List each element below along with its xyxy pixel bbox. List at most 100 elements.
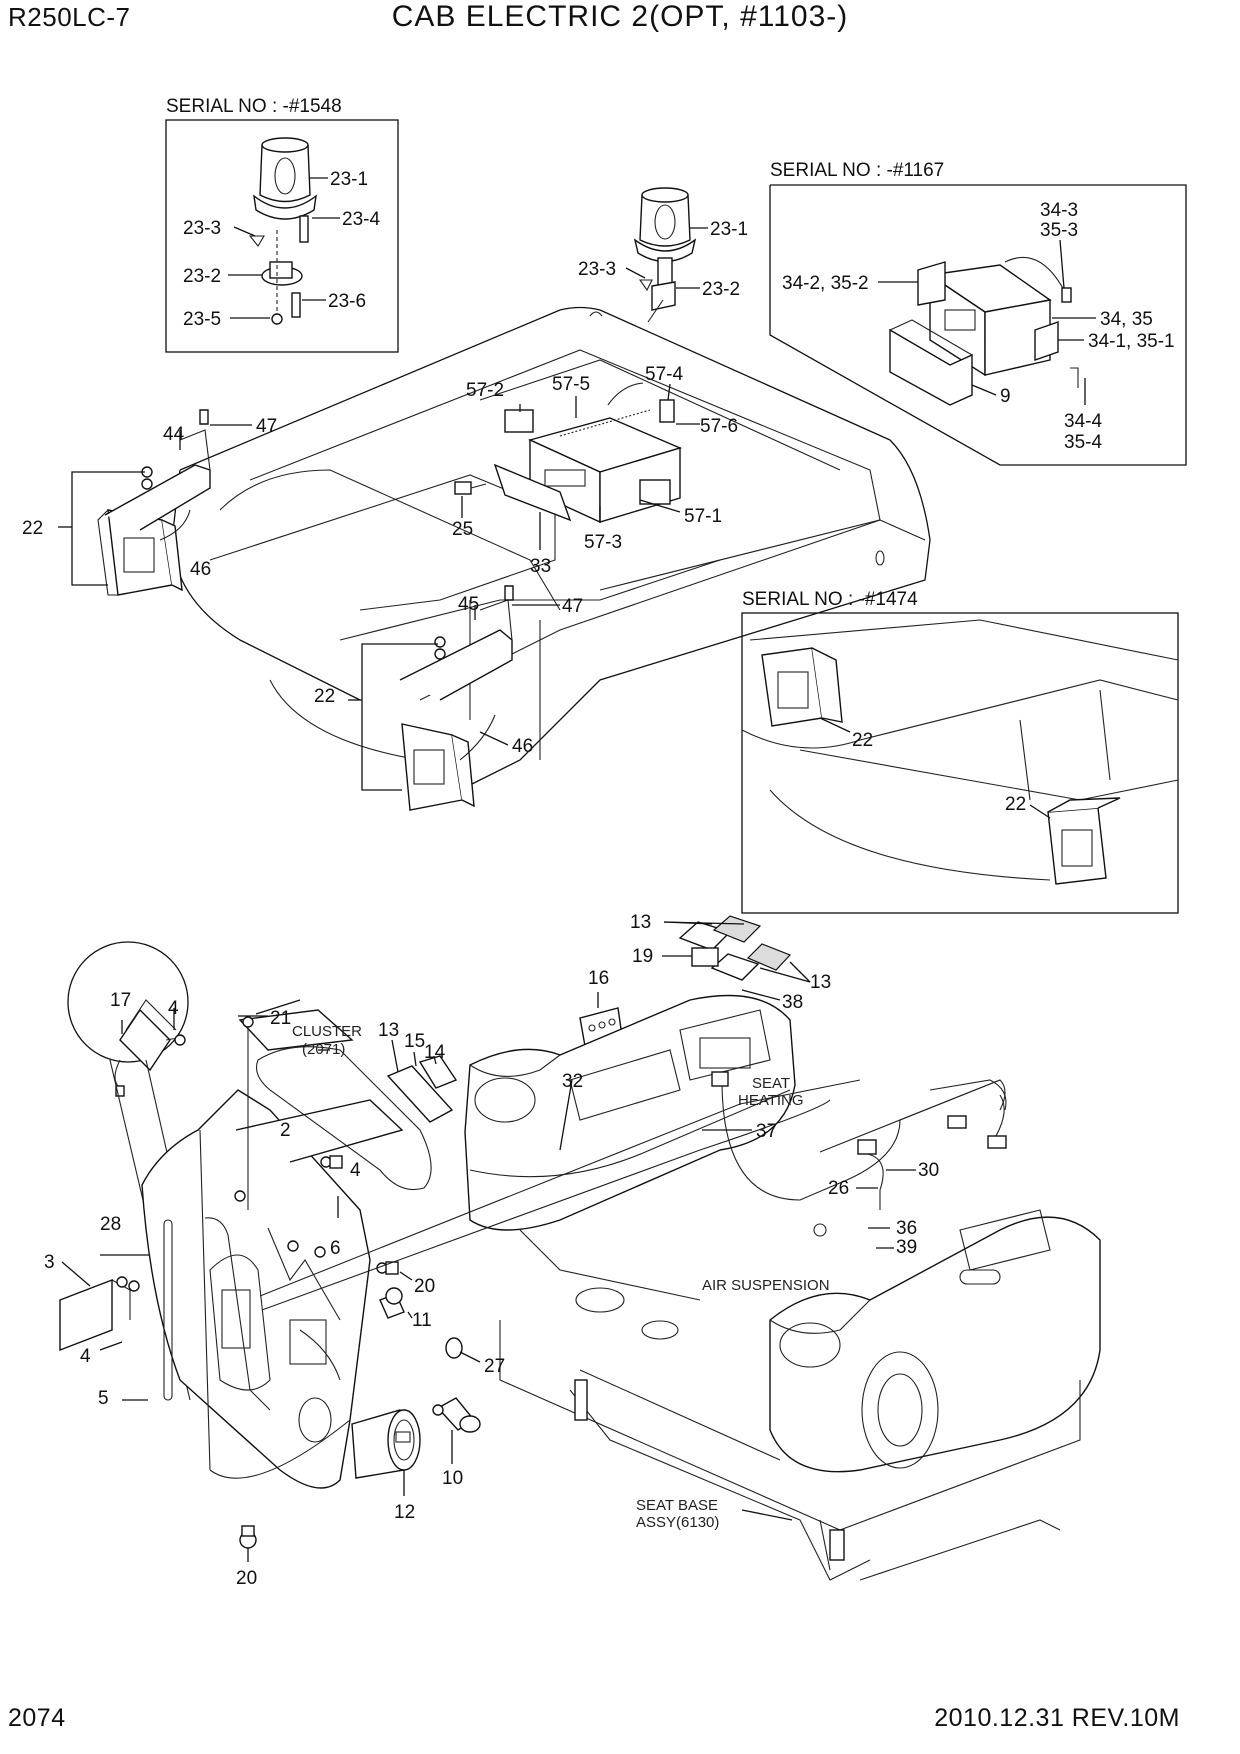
callout-4a: 4 bbox=[168, 998, 179, 1019]
callout-57-3: 57-3 bbox=[584, 532, 622, 553]
page-title: CAB ELECTRIC 2(OPT, #1103-) bbox=[391, 0, 849, 33]
callout-34-35: 34, 35 bbox=[1100, 309, 1153, 330]
callout-16: 16 bbox=[588, 968, 609, 989]
right-console-icon bbox=[769, 1209, 1101, 1473]
hour-meter-icon bbox=[351, 1409, 421, 1479]
callout-23-4a: 23-4 bbox=[342, 209, 380, 230]
page-number: 2074 bbox=[8, 1704, 66, 1732]
callout-47a: 47 bbox=[256, 416, 277, 437]
lamp-inset: SERIAL NO : -#1474 22 22 bbox=[741, 589, 1179, 914]
callout-57-2: 57-2 bbox=[466, 380, 504, 401]
callout-cluster-2: (2071) bbox=[302, 1041, 345, 1058]
callout-22a: 22 bbox=[22, 518, 43, 539]
callout-36: 36 bbox=[896, 1218, 917, 1239]
callout-15: 15 bbox=[404, 1031, 425, 1052]
side-panel-icon bbox=[141, 1089, 371, 1489]
callout-13c: 13 bbox=[378, 1020, 399, 1041]
callout-cluster-1: CLUSTER bbox=[292, 1023, 362, 1040]
callout-46a: 46 bbox=[190, 559, 211, 580]
callout-13b: 13 bbox=[810, 972, 831, 993]
callout-5: 5 bbox=[98, 1388, 109, 1409]
radio-faceplate-icon bbox=[889, 319, 973, 406]
bracket-3-icon bbox=[59, 1276, 140, 1352]
callout-27: 27 bbox=[484, 1356, 505, 1377]
callout-37: 37 bbox=[756, 1121, 777, 1142]
callout-14: 14 bbox=[424, 1042, 446, 1063]
callout-34-2: 34-2, 35-2 bbox=[782, 273, 869, 294]
lamp-inset-serial: SERIAL NO : -#1474 bbox=[742, 589, 918, 610]
callout-10: 10 bbox=[442, 1468, 463, 1489]
left-console-icon bbox=[464, 994, 796, 1231]
callout-17: 17 bbox=[110, 990, 131, 1011]
radio-unit-icon bbox=[917, 257, 1072, 377]
callout-3: 3 bbox=[44, 1252, 55, 1273]
radio-inset: SERIAL NO : -#1167 34-3 35-3 34-2, 35-2 … bbox=[769, 160, 1187, 466]
beacon-inset: SERIAL NO : -#1548 23-1 23-3 23-4 23-2 2… bbox=[165, 96, 399, 353]
work-lamp-icon bbox=[761, 647, 843, 727]
beacon-lamp-icon bbox=[248, 137, 317, 325]
callout-19: 19 bbox=[632, 946, 653, 967]
callout-23-3b: 23-3 bbox=[578, 259, 616, 280]
callout-23-2b: 23-2 bbox=[702, 279, 740, 300]
callout-39: 39 bbox=[896, 1237, 917, 1258]
work-lamp-icon bbox=[97, 409, 211, 596]
callout-11: 11 bbox=[412, 1310, 432, 1331]
seat-heating-harness bbox=[711, 1071, 1007, 1210]
connector-icon bbox=[432, 1397, 481, 1433]
roof-beacon-icon bbox=[633, 187, 697, 323]
callout-4b: 4 bbox=[350, 1160, 361, 1181]
callout-seat-base-1: SEAT BASE bbox=[636, 1497, 718, 1514]
callout-22d: 22 bbox=[1005, 794, 1026, 815]
callout-35-4: 35-4 bbox=[1064, 432, 1102, 453]
callout-47b: 47 bbox=[562, 596, 583, 617]
callout-seat-heating-2: HEATING bbox=[738, 1092, 804, 1109]
callout-34-4: 34-4 bbox=[1064, 411, 1102, 432]
model-label: R250LC-7 bbox=[8, 2, 131, 32]
callout-28: 28 bbox=[100, 1214, 121, 1235]
callout-30: 30 bbox=[918, 1160, 939, 1181]
callout-6: 6 bbox=[330, 1238, 341, 1259]
work-lamp-icon bbox=[399, 585, 514, 811]
callout-23-6a: 23-6 bbox=[328, 291, 366, 312]
callout-air-suspension: AIR SUSPENSION bbox=[702, 1277, 830, 1294]
callout-23-1b: 23-1 bbox=[710, 219, 748, 240]
callout-44: 44 bbox=[163, 424, 185, 445]
callout-32: 32 bbox=[562, 1071, 583, 1092]
cluster-shroud-icon bbox=[255, 1046, 432, 1191]
callout-23-3a: 23-3 bbox=[183, 218, 221, 239]
seat-base-frame bbox=[499, 1223, 1081, 1581]
callout-57-4: 57-4 bbox=[645, 364, 683, 385]
panel-harness bbox=[259, 1079, 861, 1381]
callout-38: 38 bbox=[782, 992, 803, 1013]
callout-25: 25 bbox=[452, 519, 473, 540]
cab-roof-outline bbox=[171, 306, 931, 801]
bolt-icon bbox=[239, 1525, 257, 1549]
callout-23-2a: 23-2 bbox=[183, 266, 221, 287]
callout-13a: 13 bbox=[630, 912, 651, 933]
callout-22b: 22 bbox=[314, 686, 335, 707]
callout-26: 26 bbox=[828, 1178, 849, 1199]
callout-57-1: 57-1 bbox=[684, 506, 722, 527]
callout-57-6: 57-6 bbox=[700, 416, 738, 437]
beacon-inset-serial: SERIAL NO : -#1548 bbox=[166, 96, 342, 117]
callout-46b: 46 bbox=[512, 736, 533, 757]
callout-34-3: 34-3 bbox=[1040, 200, 1078, 221]
roof-radio-icon bbox=[493, 382, 683, 524]
callout-33: 33 bbox=[530, 556, 551, 577]
callout-23-5a: 23-5 bbox=[183, 309, 221, 330]
work-lamp-icon bbox=[1047, 797, 1121, 885]
callout-20a: 20 bbox=[414, 1276, 435, 1297]
fastener-icon bbox=[320, 1155, 463, 1359]
callout-34-1: 34-1, 35-1 bbox=[1088, 331, 1175, 352]
callout-2: 2 bbox=[280, 1120, 291, 1141]
switch-panel-icon bbox=[678, 915, 792, 981]
revision-label: 2010.12.31 REV.10M bbox=[934, 1704, 1180, 1732]
callout-seat-base-2: ASSY(6130) bbox=[636, 1514, 719, 1531]
callout-21: 21 bbox=[270, 1008, 291, 1029]
callout-9: 9 bbox=[1000, 386, 1011, 407]
callout-seat-heating-1: SEAT bbox=[752, 1075, 790, 1092]
callout-4c: 4 bbox=[80, 1346, 91, 1367]
callout-23-1a: 23-1 bbox=[330, 169, 368, 190]
radio-inset-serial: SERIAL NO : -#1167 bbox=[770, 160, 944, 181]
